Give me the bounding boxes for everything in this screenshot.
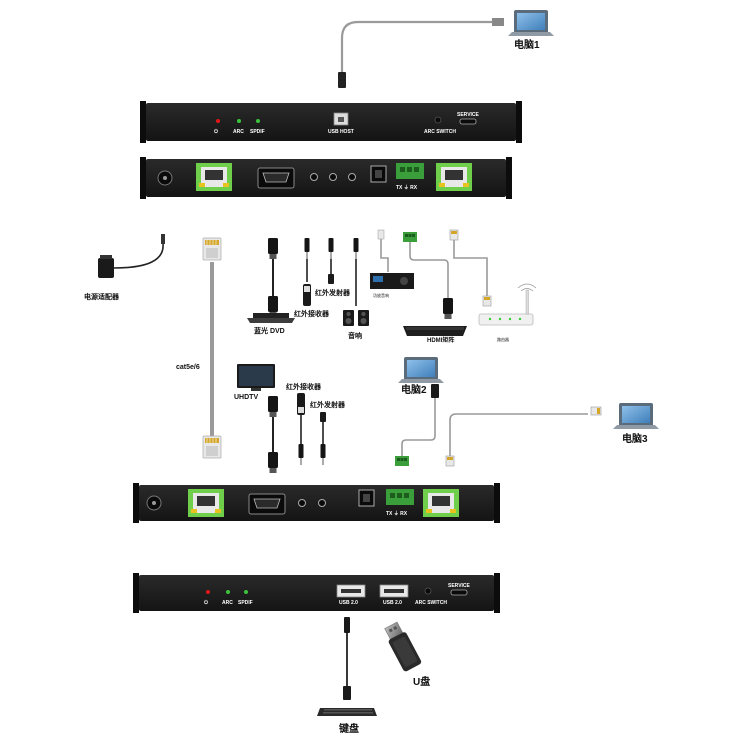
pc3-laptop-icon: [613, 403, 659, 429]
tx-txrx-label: TX ⏚ RX: [396, 184, 418, 191]
keyboard-label: 键盘: [338, 722, 359, 735]
tx-audio-jack-2[interactable]: [329, 173, 337, 181]
tx-spdif-label: SPDIF: [250, 129, 265, 135]
ir-receiver-top-icon: [303, 238, 311, 306]
ir-receiver-bottom-label: 红外接收器: [286, 382, 322, 391]
rx-service-port[interactable]: [450, 589, 468, 596]
tx-arc-label: ARC: [233, 129, 244, 135]
uhdtv-icon: [237, 364, 275, 391]
rx-power-led: [206, 590, 210, 594]
tx-spdif-led: [256, 119, 260, 123]
pc1-usb-plug-top: [492, 18, 504, 26]
bluray-label: 蓝光 DVD: [254, 326, 285, 335]
rx-arc-switch-button[interactable]: [424, 587, 432, 595]
tx-rj45-port[interactable]: [196, 163, 232, 191]
tx-audio-jack-3[interactable]: [348, 173, 356, 181]
hdmi-matrix-icon: [403, 232, 467, 336]
rx-spdif-label: SPDIF: [238, 600, 253, 606]
keyboard-usb-cable: [343, 617, 351, 700]
tx-audio-jack-1[interactable]: [310, 173, 318, 181]
rx-service-label: SERVICE: [448, 583, 471, 589]
tx-power-symbol: ⏻: [214, 129, 218, 135]
pc1-label: 电脑1: [514, 38, 540, 51]
rx-rj45-port[interactable]: [188, 489, 224, 517]
tx-service-label: SERVICE: [457, 112, 480, 118]
rx-usb-port-1[interactable]: [336, 584, 366, 598]
power-adapter-icon: [98, 234, 165, 278]
keyboard-icon: [317, 708, 377, 716]
tx-arc-switch-button[interactable]: [434, 116, 442, 124]
hdmi-matrix-label: HDMI矩阵: [427, 336, 454, 344]
ir-emitter-top-icon: [328, 238, 334, 284]
amplifier-icon: 功放音响: [370, 229, 414, 298]
tx-rs232-terminal[interactable]: [396, 163, 424, 179]
tx-usb-host-label: USB HOST: [328, 129, 354, 135]
bluray-player-icon: [247, 238, 295, 323]
pc2-serial-cable: [395, 384, 439, 466]
rx-rs232-terminal[interactable]: [386, 489, 414, 505]
ir-emitter-bottom-icon: [320, 412, 326, 465]
rx-arc-led: [226, 590, 230, 594]
router-label: 路由器: [497, 336, 509, 342]
pc1-usb-cable: [340, 20, 492, 72]
tx-optical-port[interactable]: [370, 165, 387, 183]
transmitter-front-panel: ⏻ ARC SPDIF USB HOST ARC SWITCH SERVICE: [140, 101, 522, 143]
router-icon: [449, 229, 537, 326]
rx-optical-port[interactable]: [358, 489, 375, 507]
rx-arc-switch-label: ARC SWITCH: [415, 600, 447, 606]
usb-disk-label: U盘: [413, 675, 430, 688]
ir-receiver-bottom-icon: [297, 393, 305, 465]
tx-arc-switch-label: ARC SWITCH: [424, 129, 456, 135]
tx-arc-led: [237, 119, 241, 123]
uhdtv-hdmi-cable: [268, 396, 278, 473]
rx-spdif-led: [244, 590, 248, 594]
tx-power-led: [216, 119, 220, 123]
pc1-usb-plug-bottom: [338, 72, 346, 88]
tx-service-port[interactable]: [459, 118, 477, 125]
pc2-laptop-icon: [398, 357, 444, 383]
rx-power-symbol: ⏻: [204, 600, 208, 606]
tx-lan-port[interactable]: [436, 163, 472, 191]
amplifier-label: 功放音响: [373, 292, 389, 298]
speaker-label: 音响: [348, 331, 362, 340]
rx-audio-jack-1[interactable]: [298, 499, 306, 507]
pc1-laptop-icon: [508, 10, 554, 36]
receiver-rear-panel: TX ⏚ RX: [133, 483, 500, 523]
pc3-label: 电脑3: [622, 432, 648, 445]
ir-emitter-bottom-label: 红外发射器: [310, 400, 346, 409]
cat-cable: [202, 237, 222, 459]
rx-usb-port-2[interactable]: [379, 584, 409, 598]
cable-label: cat5e/6: [176, 364, 200, 371]
rx-lan-port[interactable]: [423, 489, 459, 517]
rx-arc-label: ARC: [222, 600, 233, 606]
rx-usb-port-1-label: USB 2.0: [339, 600, 358, 606]
rx-hdmi-port[interactable]: [248, 493, 286, 515]
tx-hdmi-port[interactable]: [257, 167, 295, 189]
pc2-label: 电脑2: [401, 383, 427, 396]
receiver-front-panel: ⏻ ARC SPDIF USB 2.0 USB 2.0 ARC SWITCH S…: [133, 573, 500, 613]
rx-txrx-label: TX ⏚ RX: [386, 510, 408, 517]
pc3-lan-cable: [445, 406, 602, 467]
usb-disk-icon: [384, 621, 422, 672]
uhdtv-label: UHDTV: [234, 394, 258, 401]
ir-receiver-top-label: 红外接收器: [294, 309, 330, 318]
power-adapter-label: 电源适配器: [84, 292, 120, 301]
transmitter-rear-panel: TX ⏚ RX: [140, 157, 512, 199]
rx-audio-jack-2[interactable]: [318, 499, 326, 507]
speaker-icon: [343, 238, 369, 326]
ir-emitter-top-label: 红外发射器: [315, 288, 351, 297]
rx-usb-port-2-label: USB 2.0: [383, 600, 402, 606]
